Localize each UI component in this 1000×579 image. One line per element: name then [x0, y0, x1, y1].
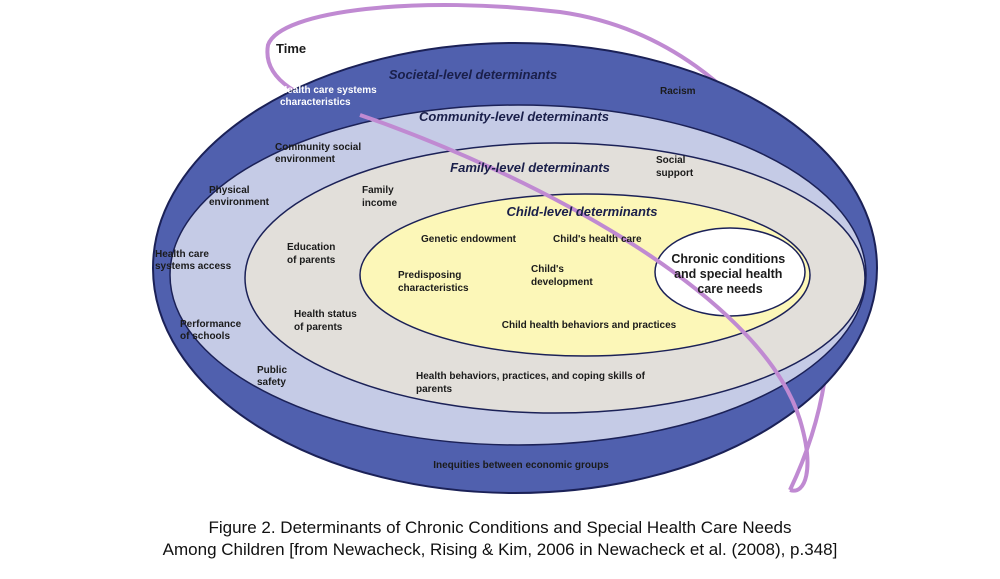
child-item-development: Child's development: [531, 264, 593, 288]
community-item-line: environment: [275, 154, 336, 165]
chronic-line: and special health: [674, 267, 782, 281]
community-title: Community-level determinants: [419, 109, 609, 124]
child-item-health-care: Child's health care: [553, 234, 642, 245]
community-item-public-safety: Public safety: [257, 365, 290, 388]
family-item-line: Social: [656, 155, 686, 166]
time-label: Time: [276, 41, 306, 56]
family-item-line: Health status: [294, 309, 357, 320]
societal-item-line: Health care systems: [280, 85, 377, 96]
societal-item-inequities: Inequities between economic groups: [433, 460, 609, 471]
chronic-line: Chronic conditions: [671, 252, 785, 266]
societal-item-health-care-systems: Health care systems characteristics: [280, 85, 380, 108]
community-item-line: systems access: [155, 261, 232, 272]
societal-item-racism: Racism: [660, 86, 696, 97]
community-item-health-care-access: Health care systems access: [155, 249, 232, 272]
child-item-line: Child health behaviors and practices: [502, 320, 677, 331]
caption-line-2: Among Children [from Newacheck, Rising &…: [162, 540, 838, 559]
family-item-line: Education: [287, 242, 335, 253]
community-item-line: Health care: [155, 249, 209, 260]
caption-line-1: Figure 2. Determinants of Chronic Condit…: [208, 518, 792, 537]
chronic-conditions-label: Chronic conditions and special health ca…: [671, 252, 788, 296]
community-item-line: Community social: [275, 142, 361, 153]
societal-item-line: Inequities between economic groups: [433, 460, 609, 471]
community-item-social-environment: Community social environment: [275, 142, 364, 165]
family-item-line: of parents: [287, 255, 336, 266]
child-item-line: development: [531, 277, 593, 288]
child-item-line: Predisposing: [398, 270, 461, 281]
family-item-health-behaviors: Health behaviors, practices, and coping …: [416, 371, 648, 395]
family-title: Family-level determinants: [450, 160, 610, 175]
societal-title: Societal-level determinants: [389, 67, 557, 82]
family-item-line: parents: [416, 384, 453, 395]
societal-item-line: Racism: [660, 86, 696, 97]
community-item-line: of schools: [180, 331, 230, 342]
child-item-line: Child's: [531, 264, 564, 275]
community-item-line: Physical: [209, 185, 250, 196]
family-item-line: support: [656, 168, 694, 179]
chronic-line: care needs: [697, 282, 762, 296]
child-item-line: Genetic endowment: [421, 234, 517, 245]
family-item-social-support: Social support: [656, 155, 694, 179]
societal-item-line: characteristics: [280, 97, 351, 108]
figure-caption: Figure 2. Determinants of Chronic Condit…: [0, 517, 1000, 561]
family-item-education: Education of parents: [287, 242, 338, 266]
community-item-line: safety: [257, 377, 286, 388]
community-item-physical-environment: Physical environment: [209, 185, 270, 208]
family-item-health-status: Health status of parents: [294, 309, 360, 333]
child-title: Child-level determinants: [507, 204, 658, 219]
family-item-line: of parents: [294, 322, 343, 333]
child-item-genetic-endowment: Genetic endowment: [421, 234, 517, 245]
child-item-health-behaviors: Child health behaviors and practices: [502, 320, 677, 331]
family-item-line: Family: [362, 185, 394, 196]
family-item-income: Family income: [362, 185, 397, 209]
community-item-schools: Performance of schools: [180, 319, 244, 342]
family-item-line: income: [362, 198, 397, 209]
child-item-line: Child's health care: [553, 234, 642, 245]
child-item-line: characteristics: [398, 283, 469, 294]
community-item-line: environment: [209, 197, 270, 208]
community-item-line: Public: [257, 365, 287, 376]
child-item-predisposing: Predisposing characteristics: [398, 270, 469, 294]
family-item-line: Health behaviors, practices, and coping …: [416, 371, 646, 382]
time-ring-front: [359, 113, 810, 493]
community-item-line: Performance: [180, 319, 242, 330]
